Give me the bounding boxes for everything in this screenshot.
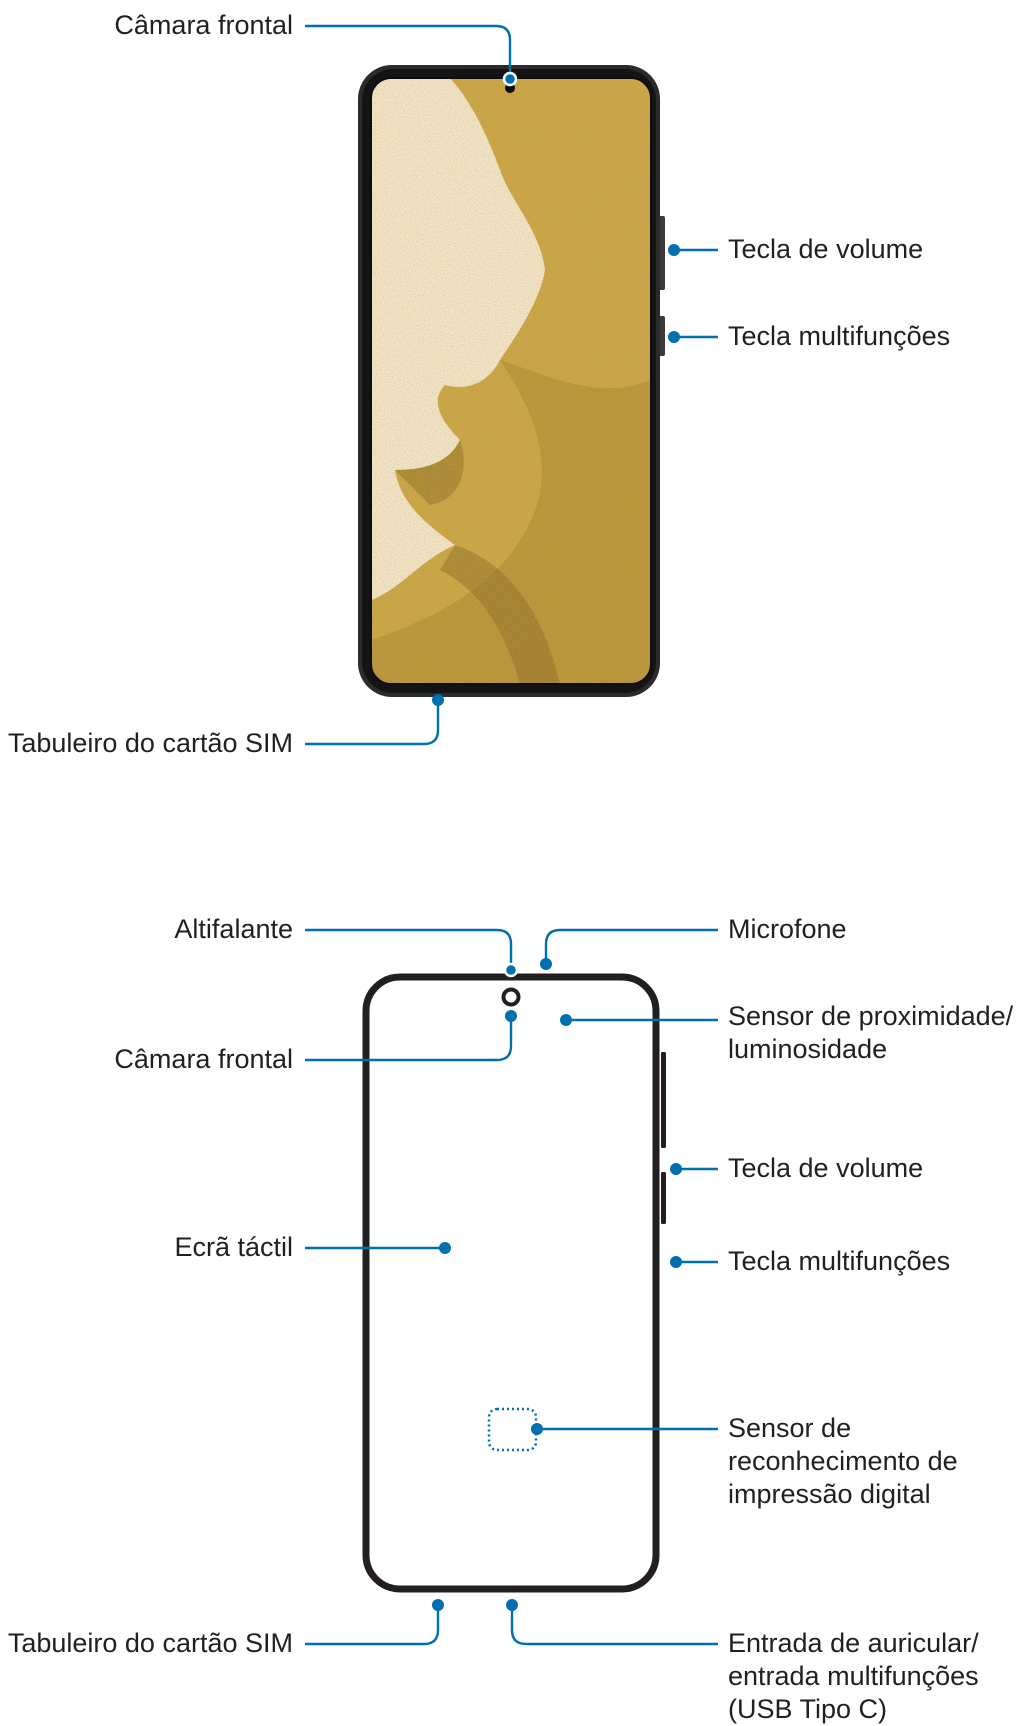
schematic-phone-outline <box>362 973 666 1593</box>
label-microphone: Microfone <box>728 914 847 944</box>
label-fingerprint-line2: reconhecimento de <box>728 1446 958 1476</box>
volume-key-shape <box>659 216 665 290</box>
label-speaker: Altifalante <box>174 914 293 944</box>
label-proximity-sensor: Sensor de proximidade/ luminosidade <box>728 1000 1013 1066</box>
label-touchscreen: Ecrã táctil <box>174 1232 293 1262</box>
front-phone-illustration <box>358 65 665 697</box>
schematic-camera-hole <box>501 987 521 1007</box>
wallpaper <box>371 78 651 684</box>
label-fingerprint-line1: Sensor de <box>728 1413 852 1443</box>
schematic-side-key-shape <box>661 1172 666 1224</box>
label-side-key-2: Tecla multifunções <box>728 1246 951 1276</box>
fingerprint-area <box>487 1407 538 1452</box>
label-usb-line2: entrada multifunções <box>728 1661 979 1691</box>
label-fingerprint-line3: impressão digital <box>728 1479 931 1509</box>
label-front-camera-2: Câmara frontal <box>114 1044 293 1074</box>
label-usb-line1: Entrada de auricular/ <box>728 1628 979 1658</box>
side-key-shape <box>659 316 665 356</box>
label-proximity-sensor-line2: luminosidade <box>728 1034 888 1064</box>
label-side-key: Tecla multifunções <box>728 321 951 351</box>
schematic-volume-key-shape <box>661 1052 666 1148</box>
label-front-camera: Câmara frontal <box>114 10 293 40</box>
label-volume-key: Tecla de volume <box>728 234 924 264</box>
schematic-callouts <box>305 928 718 1646</box>
label-sim-tray-2: Tabuleiro do cartão SIM <box>7 1628 293 1658</box>
label-fingerprint-sensor: Sensor de reconhecimento de impressão di… <box>728 1412 958 1511</box>
label-volume-key-2: Tecla de volume <box>728 1153 924 1183</box>
front-callouts <box>305 24 718 746</box>
label-usb-port: Entrada de auricular/ entrada multifunçõ… <box>728 1627 979 1726</box>
label-sim-tray: Tabuleiro do cartão SIM <box>7 728 293 758</box>
label-proximity-sensor-line1: Sensor de proximidade/ <box>728 1001 1014 1031</box>
